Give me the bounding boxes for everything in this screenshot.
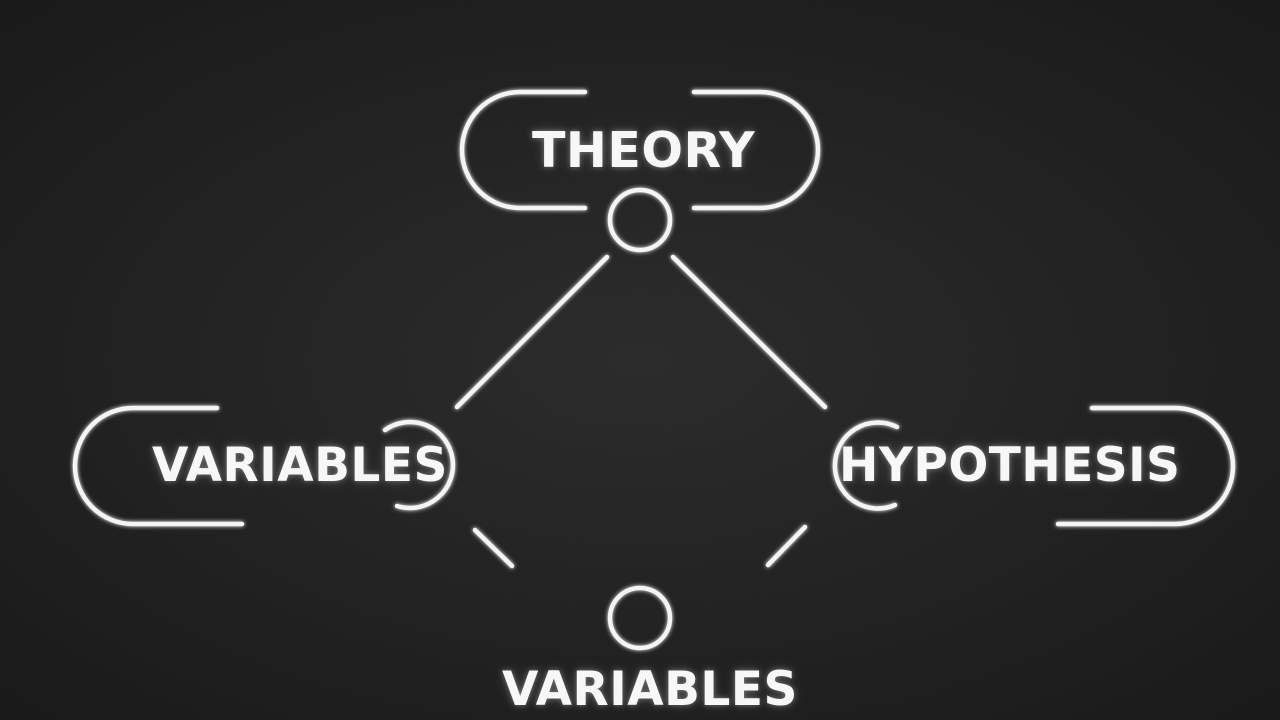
theory-label: THEORY (532, 122, 756, 179)
hypothesis-frame (832, 405, 1236, 527)
variables-left-frame (72, 405, 456, 527)
variables-bottom-node-circle (607, 585, 673, 651)
variables-bottom-label: VARIABLES (502, 662, 798, 717)
connector-hypothesis-bottom (765, 524, 808, 568)
theory-node-circle (607, 187, 673, 253)
variables-left-label: VARIABLES (152, 438, 448, 493)
hypothesis-label: HYPOTHESIS (839, 438, 1181, 493)
connector-theory-hypothesis (670, 254, 828, 410)
connector-variables-left-bottom (472, 527, 515, 569)
theory-frame (459, 89, 821, 211)
connector-theory-variables-left (454, 254, 610, 410)
